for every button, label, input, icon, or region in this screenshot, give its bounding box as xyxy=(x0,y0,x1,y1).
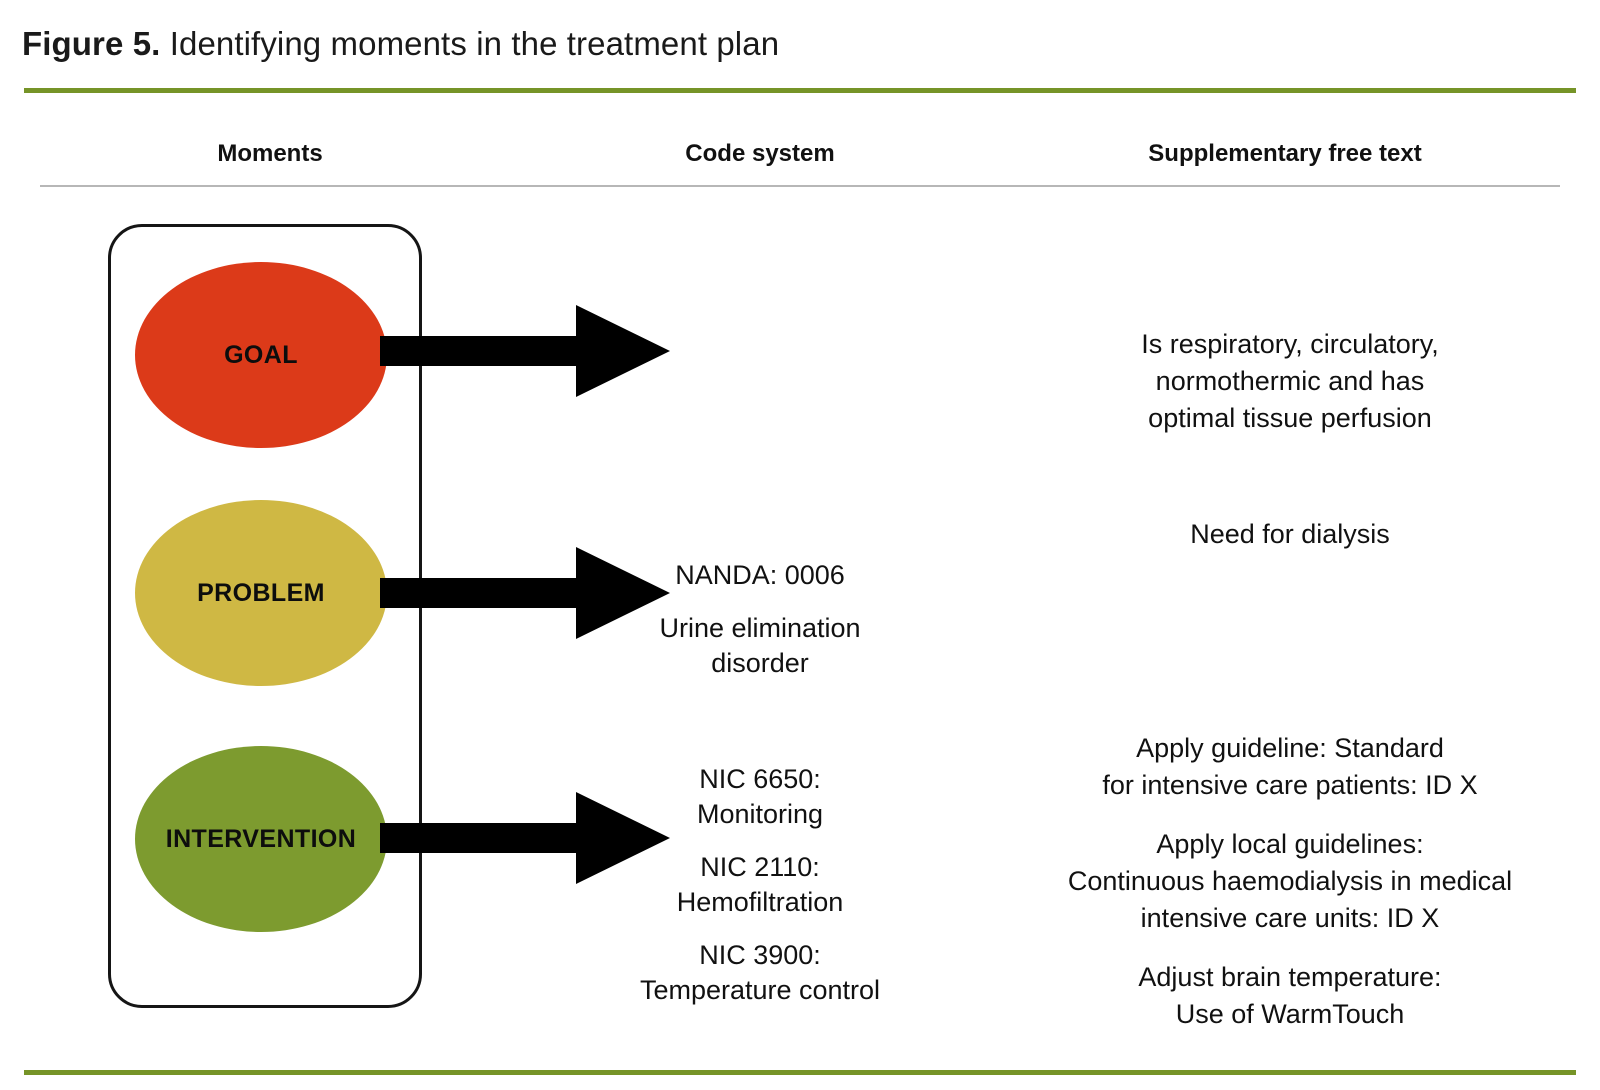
column-header-code-system: Code system xyxy=(685,140,835,167)
divider-header-gray xyxy=(40,185,1560,187)
figure-number: Figure 5. xyxy=(22,25,161,62)
free-text-entry: Need for dialysis xyxy=(1190,519,1390,549)
code-system-cell-intervention: NIC 6650: Monitoring NIC 2110: Hemofiltr… xyxy=(550,762,970,1008)
moment-ellipse-problem[interactable]: PROBLEM xyxy=(135,500,387,686)
code-entry: Urine elimination disorder xyxy=(659,613,861,678)
moment-label-goal: GOAL xyxy=(224,340,298,369)
free-text-entry: Apply local guidelines: Continuous haemo… xyxy=(1067,829,1513,933)
free-text-entry: Adjust brain temperature: Use of WarmTou… xyxy=(1138,962,1442,1029)
code-entry: NIC 3900: Temperature control xyxy=(639,940,881,1005)
column-header-free-text: Supplementary free text xyxy=(1148,140,1422,167)
moment-ellipse-goal[interactable]: GOAL xyxy=(135,262,387,448)
moments-group-container xyxy=(108,224,422,1008)
free-text-cell-intervention: Apply guideline: Standard for intensive … xyxy=(1010,730,1570,1033)
moment-label-intervention: INTERVENTION xyxy=(165,824,357,853)
free-text-entry: Is respiratory, circulatory, normothermi… xyxy=(1141,329,1439,433)
free-text-entry: Apply guideline: Standard for intensive … xyxy=(1102,733,1478,800)
column-header-moments: Moments xyxy=(217,140,323,167)
arrow-right-icon-intervention xyxy=(380,792,670,884)
arrow-right-icon-goal xyxy=(380,305,670,397)
divider-top-green xyxy=(24,88,1576,93)
free-text-cell-problem: Need for dialysis xyxy=(1010,516,1570,553)
code-entry: NANDA: 0006 xyxy=(675,560,845,590)
page-title: Figure 5. Identifying moments in the tre… xyxy=(22,22,779,66)
moment-ellipse-intervention[interactable]: INTERVENTION xyxy=(135,746,387,932)
code-system-cell-problem: NANDA: 0006 Urine elimination disorder xyxy=(550,558,970,681)
moment-label-problem: PROBLEM xyxy=(197,578,325,607)
code-entry: NIC 6650: Monitoring xyxy=(696,764,824,829)
free-text-cell-goal: Is respiratory, circulatory, normothermi… xyxy=(1010,326,1570,437)
arrow-right-icon-problem xyxy=(380,547,670,639)
divider-bottom-green xyxy=(24,1070,1576,1075)
figure-caption: Identifying moments in the treatment pla… xyxy=(169,25,780,62)
code-entry: NIC 2110: Hemofiltration xyxy=(676,852,844,917)
